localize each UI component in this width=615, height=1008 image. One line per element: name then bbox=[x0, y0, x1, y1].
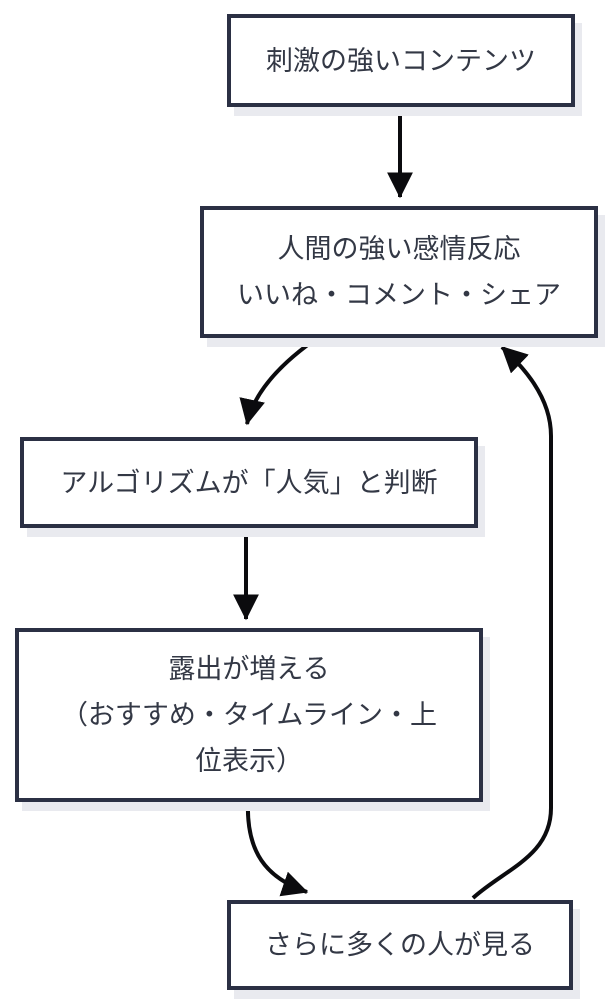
node-algorithm-popular: アルゴリズムが「人気」と判断 bbox=[20, 437, 478, 528]
node-label: 人間の強い感情反応 bbox=[277, 234, 521, 264]
node-exposure-increases: 露出が増える （おすすめ・タイムライン・上 位表示） bbox=[15, 628, 483, 802]
node-label: 露出が増える bbox=[168, 654, 330, 684]
node-label: アルゴリズムが「人気」と判断 bbox=[60, 467, 438, 498]
node-more-people-see: さらに多くの人が見る bbox=[227, 900, 573, 990]
node-stimulating-content: 刺激の強いコンテンツ bbox=[227, 14, 575, 107]
arrow-exposure-increases-to-more-people-see bbox=[245, 800, 309, 897]
node-label: さらに多くの人が見る bbox=[265, 930, 535, 960]
node-label: 位表示） bbox=[195, 746, 303, 776]
node-emotional-reaction: 人間の強い感情反応 いいね・コメント・シェア bbox=[200, 206, 598, 338]
node-label: いいね・コメント・シェア bbox=[237, 280, 561, 310]
arrow-feedback-more-people-see-to-emotional-reaction bbox=[471, 345, 553, 900]
arrow-emotional-reaction-to-algorithm-popular bbox=[239, 339, 315, 426]
node-label: （おすすめ・タイムライン・上 bbox=[60, 700, 438, 730]
node-label: 刺激の強いコンテンツ bbox=[266, 45, 536, 76]
